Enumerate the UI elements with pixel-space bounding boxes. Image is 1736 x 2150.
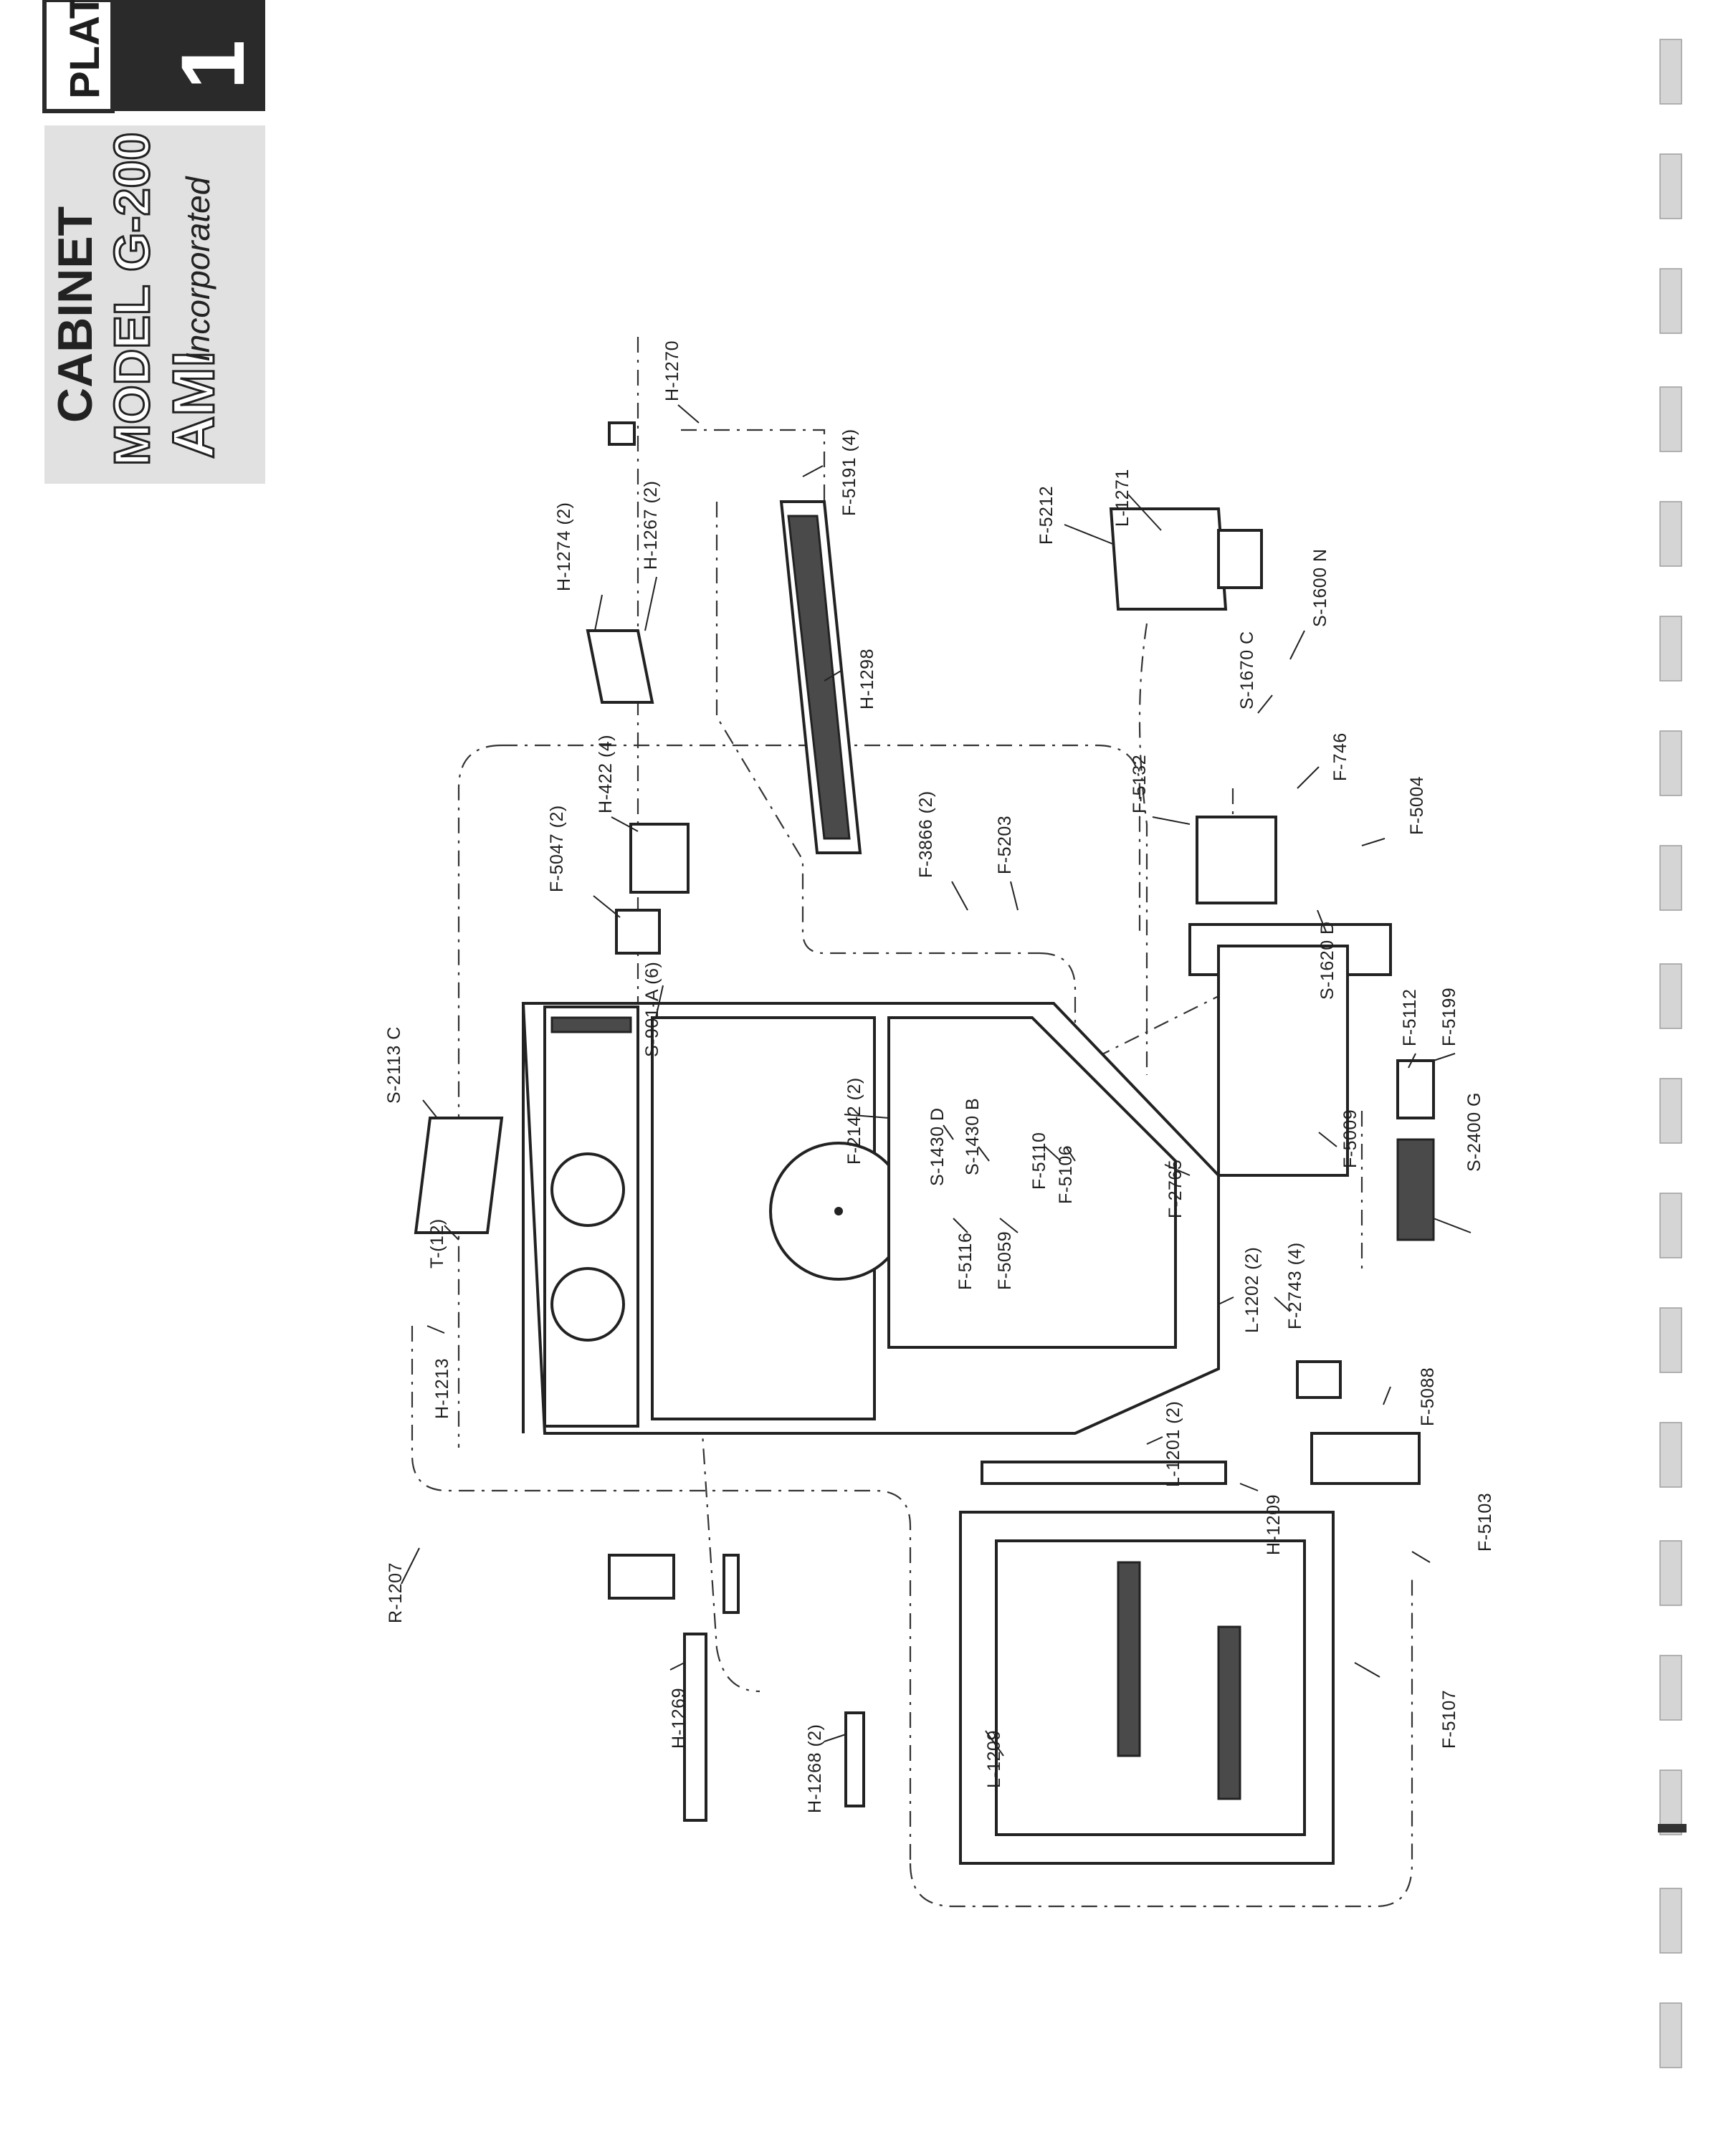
plate-badge: PLATE 1: [42, 0, 265, 113]
part-label: F-5212: [1036, 486, 1057, 545]
title-heading: CABINET: [48, 206, 102, 423]
part-label: H-1268 (2): [805, 1724, 825, 1814]
part-label: F-746: [1330, 732, 1350, 781]
part-label: F-5107: [1439, 1690, 1459, 1749]
part-label: H-422 (4): [596, 735, 616, 813]
part-label: S-1430 B: [963, 1098, 983, 1175]
part-label: F-2743 (4): [1285, 1242, 1305, 1329]
binder-tabs: [1658, 39, 1687, 2068]
part-label: S-1600 N: [1310, 548, 1330, 627]
part-label: S-2113 C: [384, 1026, 404, 1104]
part-label: H-1269: [669, 1688, 689, 1749]
part-label: F-5059: [995, 1231, 1015, 1290]
part-label: F-2142 (2): [844, 1077, 864, 1165]
part-label: H-1298: [857, 649, 877, 710]
part-label: S-901-A (6): [642, 962, 662, 1057]
part-labels: H-1270 F-5191 (4) H-1274 (2) H-1267 (2) …: [384, 340, 1495, 1813]
part-label: F-5088: [1418, 1367, 1438, 1426]
title-block: CABINET MODEL G-200 AMI Incorporated: [44, 125, 265, 484]
part-label: F-5199: [1439, 988, 1459, 1046]
plate-number: 1: [163, 39, 263, 90]
part-label: F-5132: [1130, 755, 1150, 813]
part-label: S-1620 D: [1317, 921, 1337, 1000]
part-label: H-1267 (2): [641, 481, 661, 570]
part-label: F-5004: [1407, 776, 1427, 835]
part-label: F-5103: [1475, 1493, 1495, 1552]
part-label: S-1670 C: [1237, 631, 1257, 710]
part-label: S-1430 D: [927, 1107, 948, 1186]
part-label: F-2765: [1165, 1160, 1186, 1218]
title-model: MODEL G-200: [104, 133, 160, 467]
part-label: F-5106: [1056, 1145, 1076, 1204]
part-label: L-1209: [984, 1730, 1004, 1788]
brand-suffix: Incorporated: [179, 176, 216, 362]
brand-logo: AMI: [161, 351, 226, 459]
part-label: F-5112: [1400, 989, 1420, 1046]
part-label: F-5009: [1340, 1109, 1360, 1168]
part-label: H-1209: [1264, 1494, 1284, 1555]
part-label: R-1207: [386, 1562, 406, 1623]
part-label: H-1213: [432, 1358, 452, 1419]
part-label: F-3866 (2): [916, 790, 936, 878]
part-label: H-1274 (2): [554, 502, 574, 592]
part-label: F-5191 (4): [839, 429, 859, 516]
part-label: F-5116: [955, 1233, 976, 1290]
cabinet-drawing: [411, 337, 1435, 1908]
part-label: L-1201 (2): [1163, 1401, 1183, 1487]
part-label: F-5110: [1029, 1132, 1049, 1190]
plate-word: PLATE: [62, 0, 108, 99]
part-label: H-1270: [662, 340, 682, 401]
part-label: L-1271: [1112, 469, 1132, 527]
leader-lines: [401, 404, 1472, 1757]
part-label: F-5203: [995, 816, 1015, 874]
part-label: F-5047 (2): [547, 805, 567, 892]
part-label: S-2400 G: [1464, 1092, 1484, 1172]
part-label: L-1202 (2): [1242, 1247, 1262, 1333]
part-label: T-(12): [427, 1218, 447, 1268]
